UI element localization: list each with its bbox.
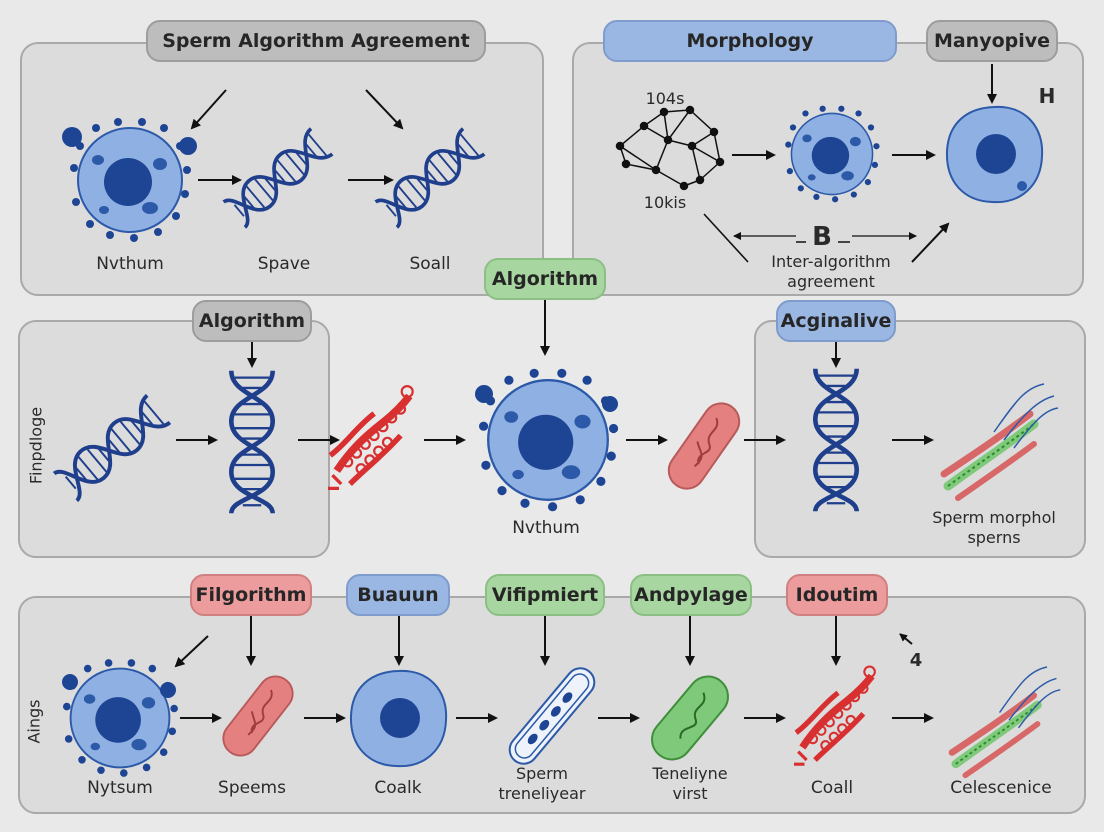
network-bottom-label: 10kis [643,193,687,212]
bottom-red-chain [794,667,875,765]
label-nvthum-top: Nvthum [96,254,164,274]
agreement-label-line1: Inter-algorithm [771,252,891,271]
middle-left-dna-diagonal [54,395,170,500]
bottom-label-7: Celescenice [926,778,1076,799]
top-right-cell-small [784,104,881,204]
middle-right-dna-vertical [815,369,856,512]
middle-red-organelle [660,395,748,497]
pill-filgorithm: Filgorithm [190,574,312,616]
bottom-label-4-line2: treneliyear [498,784,586,803]
middle-right-label: Sperm morphol sperns [914,508,1074,548]
pill-center-algorithm: Algorithm [484,258,606,300]
bottom-red-organelle [215,668,301,764]
label-spave: Spave [257,254,311,274]
pill-andpylage: Andpylage [630,574,752,616]
pill-buauun: Buauun [346,574,450,616]
middle-right-label-line1: Sperm morphol [932,508,1056,527]
bottom-label-3: Coalk [330,778,466,799]
middle-left-panel [18,320,330,558]
bottom-label-5-line1: Teneliyne [652,764,728,783]
bottom-label-2-line1: Speems [218,778,286,798]
bottom-label-1-line1: Nytsum [87,778,153,798]
pill-acginalive: Acginalive [776,300,896,342]
bottom-green-organelle [651,675,729,761]
middle-red-chain [328,386,413,488]
bottom-label-7-line1: Celescenice [950,778,1052,798]
bottom-cell-1 [62,658,179,778]
side-label-finpdloge: Finpdloge [26,406,46,485]
middle-center-cell [477,367,620,513]
top-left-dna-2 [376,129,485,228]
network-graph [615,105,725,191]
bottom-label-4-line1: Sperm [515,764,569,783]
pill-middle-algorithm: Algorithm [192,300,312,342]
bottom-label-2: Speems [184,778,320,799]
network-top-label: 104s [645,89,685,108]
bottom-capsule [508,667,596,765]
bottom-plain-cell [349,669,448,768]
pill-morphology: Morphology [603,20,897,62]
title-pill-sperm-algorithm-agreement: Sperm Algorithm Agreement [146,20,486,62]
top-left-cell [69,117,192,243]
bottom-label-6-line1: Coall [810,778,854,798]
pill-vifipmiert: Vifipmiert [485,574,605,616]
pill-idoutim: Idoutim [786,574,888,616]
middle-right-label-line2: sperns [967,528,1021,547]
bottom-label-5: Teneliyne virst [622,764,758,804]
bottom-label-6: Coall [764,778,900,799]
bottom-label-4: Sperm treneliyear [474,764,610,804]
top-right-plain-cell [945,105,1044,204]
corner-mark: 4 [909,650,923,671]
bottom-streak [952,667,1060,775]
side-label-aings: Aings [24,699,44,744]
label-nvthum-center: Nvthum [512,518,580,538]
agreement-label-line2: agreement [787,272,875,291]
bottom-label-5-line2: virst [672,784,708,803]
bottom-label-3-line1: Coalk [374,778,422,798]
label-soall: Soall [409,254,451,274]
middle-right-streak [944,384,1058,498]
letter-b: B [812,222,832,252]
letter-h: H [1038,84,1056,108]
middle-left-dna-vertical [231,371,272,514]
pill-manyopive: Manyopive [926,20,1058,62]
agreement-label: Inter-algorithm agreement [748,252,914,292]
bottom-label-1: Nytsum [52,778,188,799]
top-left-dna-1 [224,129,333,228]
